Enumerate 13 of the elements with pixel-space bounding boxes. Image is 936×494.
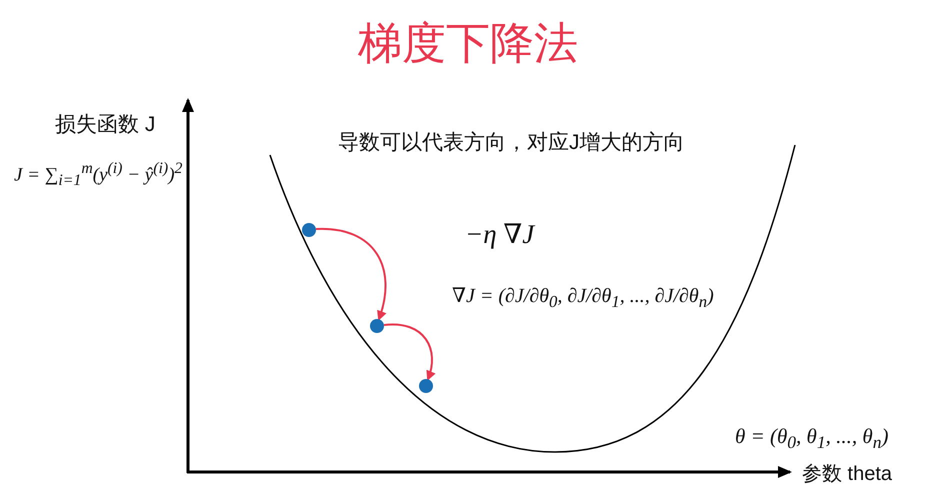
point-dot bbox=[370, 319, 384, 333]
title: 梯度下降法 bbox=[357, 18, 579, 70]
label: 参数 theta bbox=[802, 462, 892, 486]
label: 损失函数 J bbox=[55, 112, 156, 138]
formula: −η ∇J bbox=[465, 218, 534, 250]
formula: ∇J = (∂J/∂θ$_{0}$, ∂J/∂θ$_{1}$, ..., ∂J/∂θ$_{n}$) bbox=[452, 284, 714, 312]
point-dot bbox=[302, 223, 316, 237]
arrow bbox=[316, 228, 386, 321]
formula: J = ∑$_{i=1}$$^{m}$(y$^{(i)}$ − ŷ$^{(i)}$)$^{2}$ bbox=[14, 160, 182, 192]
label: 导数可以代表方向，对应J增大的方向 bbox=[338, 130, 684, 156]
point-dot bbox=[419, 379, 433, 393]
arrow bbox=[384, 324, 436, 381]
formula: θ = (θ$_{0}$, θ$_{1}$, ..., θ$_{n}$) bbox=[735, 424, 888, 454]
